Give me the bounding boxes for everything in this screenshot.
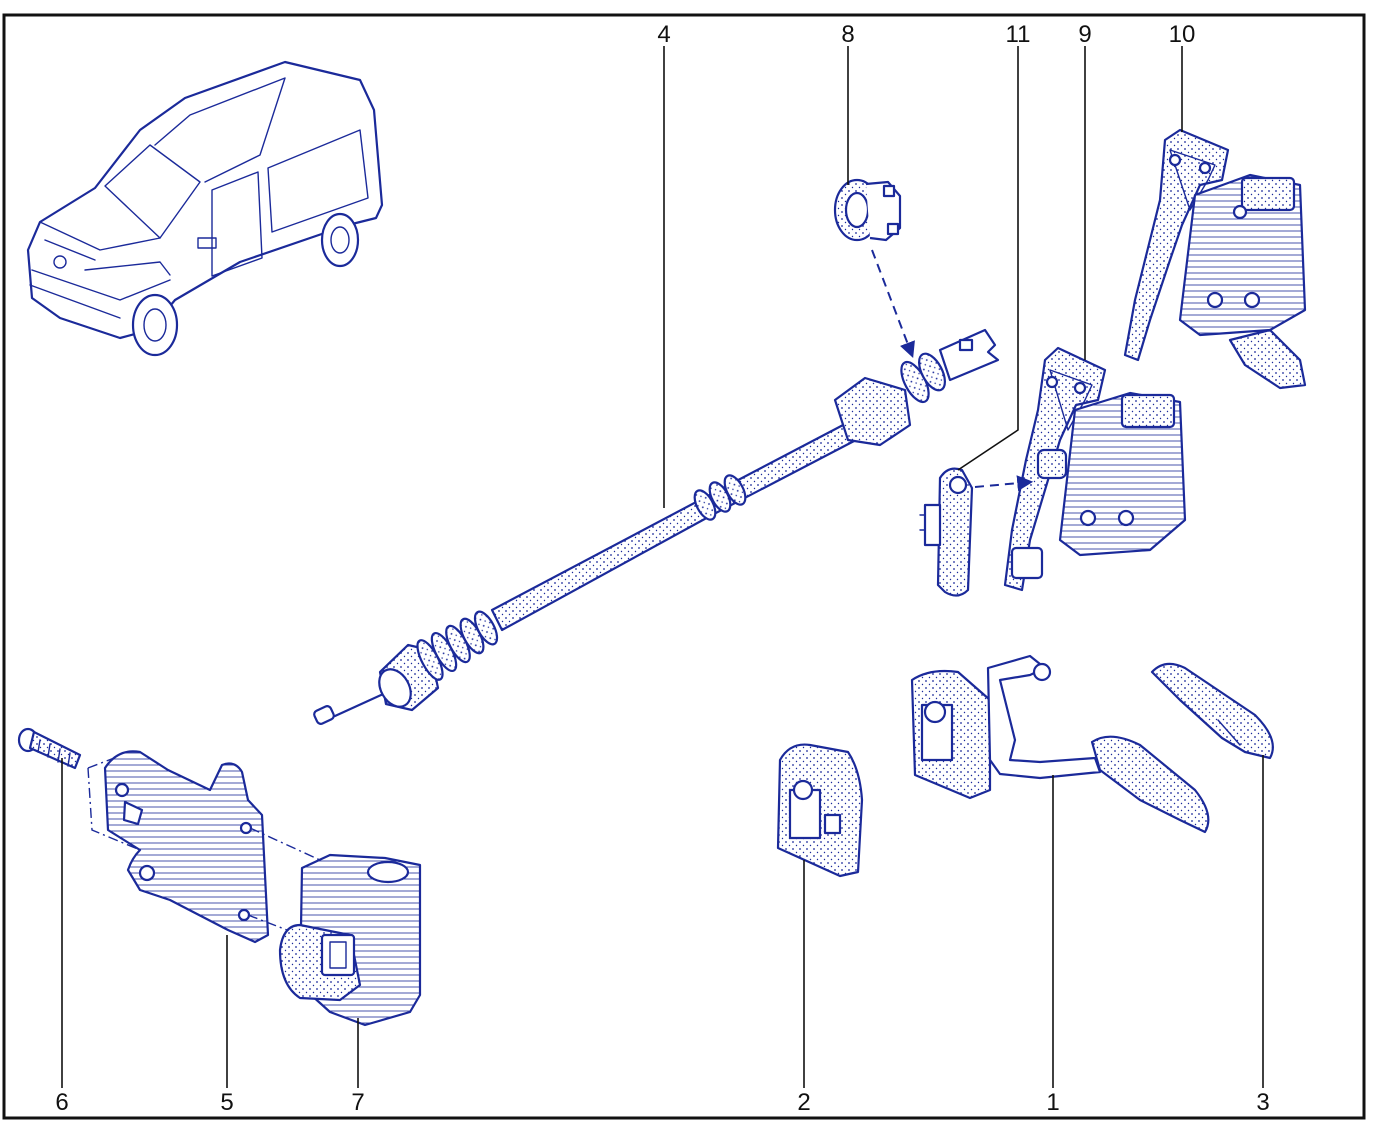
callout-10: 10 [1169,21,1196,48]
part-8-grommet [833,178,902,242]
callout-6: 6 [55,1089,68,1116]
callout-labels: 4 8 11 9 10 6 5 7 2 1 3 [55,21,1269,1116]
part-9-pedal-box [1003,346,1187,592]
callout-8: 8 [841,21,854,48]
leader-11 [957,46,1019,471]
part-3-pedal-pad [1150,662,1274,760]
callout-4: 4 [657,21,670,48]
part-2-mount [776,743,864,878]
part-7-sensor [278,853,422,1027]
assembly-line-6b [87,751,131,769]
callout-3: 3 [1256,1089,1269,1116]
assembly-line-5 [249,827,321,861]
callout-11: 11 [1006,21,1031,48]
van-illustration [26,60,384,357]
part-4-clutch-cable [313,328,1000,725]
assembly-arrow-11 [974,475,1034,492]
part-6-bolt [17,727,82,770]
callout-2: 2 [797,1089,810,1116]
diagram-frame [2,13,1366,1120]
part-10-pedal-box [1123,128,1307,390]
assembly-arrow-8 [871,249,915,358]
callout-1: 1 [1046,1089,1059,1116]
callout-9: 9 [1078,21,1091,48]
assembly-line-6 [87,767,141,851]
part-11-lever [919,467,974,597]
leader-lines [61,46,1264,1088]
part-5-bracket [103,750,270,944]
callout-5: 5 [220,1089,233,1116]
part-1-pedal [910,654,1210,834]
callout-7: 7 [351,1089,364,1116]
